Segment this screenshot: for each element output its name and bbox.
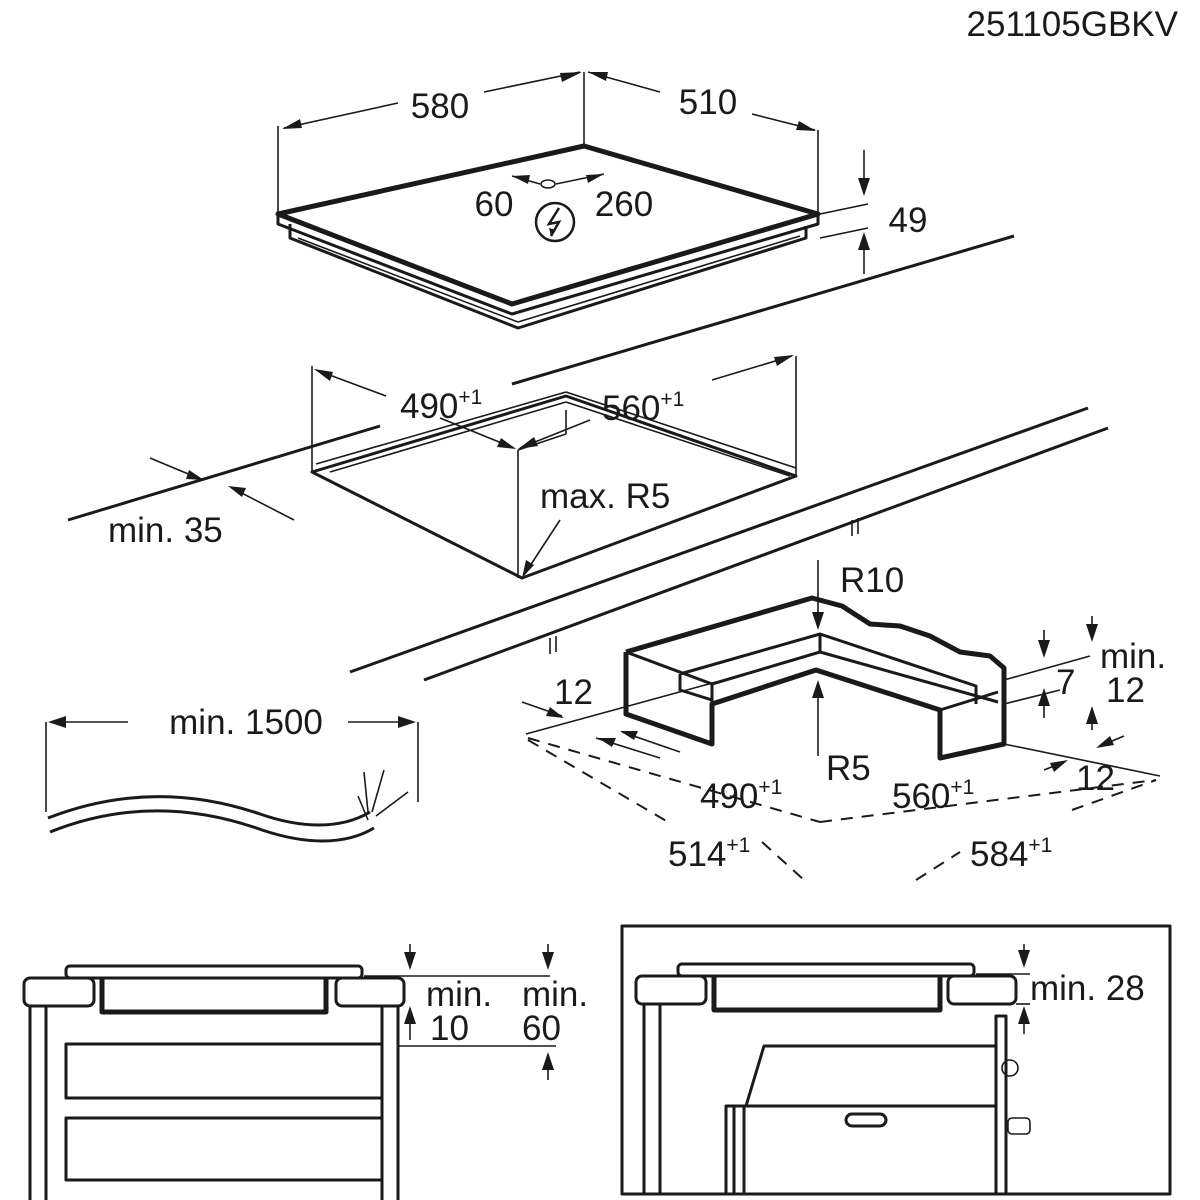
frame-margin-right-label: 12 bbox=[1076, 759, 1115, 798]
frame-outer-radius-label: R10 bbox=[840, 561, 904, 600]
drawing-code: 251105GBKV bbox=[967, 5, 1179, 44]
oven-min-label: min. 28 bbox=[1030, 969, 1145, 1008]
drawer-2 bbox=[64, 1116, 384, 1182]
frame-inner-depth-label: 560+1 bbox=[892, 776, 974, 816]
oven-handle bbox=[844, 1112, 888, 1128]
frame-margin-front-label: 12 bbox=[554, 673, 593, 712]
frame-outline bbox=[623, 595, 1007, 761]
frame-inner-width-label: 490+1 bbox=[700, 776, 782, 816]
cable-entry-point bbox=[540, 179, 556, 189]
worktop-back-edge bbox=[349, 406, 1089, 674]
power-cable: min. 1500 bbox=[45, 703, 419, 843]
drawer-min-value-2: 60 bbox=[522, 1009, 561, 1048]
hob-height-label: 49 bbox=[889, 201, 928, 240]
lightning-bolt-icon bbox=[534, 201, 576, 243]
install-over-drawers-view: min. 10 min. 60 bbox=[22, 944, 588, 1200]
hob-width-label: 580 bbox=[411, 87, 469, 126]
drawer-min-value-1: 10 bbox=[430, 1009, 469, 1048]
cable-length-label: min. 1500 bbox=[169, 703, 323, 742]
hob-3d-view: 580 510 60 260 49 bbox=[275, 71, 928, 330]
frame-min-side-label: min. bbox=[1100, 637, 1166, 676]
install-over-oven-view: min. 28 bbox=[620, 924, 1172, 1196]
drawer-min-label-2: min. bbox=[522, 975, 588, 1014]
hob-plate-left bbox=[64, 964, 364, 980]
hob-body bbox=[288, 224, 808, 330]
worktop-left bbox=[22, 976, 96, 1008]
drawer-1 bbox=[64, 1042, 384, 1100]
drawer-min-label-1: min. bbox=[426, 975, 492, 1014]
cable-offset-back-label: 260 bbox=[595, 185, 653, 224]
hob-depth-label: 510 bbox=[679, 83, 737, 122]
frame-min-side-value: 12 bbox=[1106, 671, 1145, 710]
oven-body bbox=[744, 1044, 998, 1108]
frame-outer-depth-label: 584+1 bbox=[970, 834, 1052, 874]
worktop-front-edge bbox=[67, 424, 381, 522]
worktop-cutout-view: 490+1 560+1 max. R5 min. 35 bbox=[67, 234, 1109, 682]
min-front-label: min. 35 bbox=[108, 511, 223, 550]
frame-outer-width-label: 514+1 bbox=[668, 834, 750, 874]
cutout-width-label: 490+1 bbox=[400, 386, 482, 426]
frame-rebate-depth-label: 7 bbox=[1056, 663, 1075, 702]
hob-plate-right bbox=[676, 962, 976, 978]
hob-front-edge bbox=[276, 214, 820, 316]
frame-detail-view: R10 R5 12 7 min. 12 12 bbox=[521, 560, 1166, 881]
worktop-right bbox=[334, 976, 406, 1008]
corner-radius-label: max. R5 bbox=[540, 477, 670, 516]
frame-inner-radius-label: R5 bbox=[826, 749, 871, 788]
cable-offset-left-label: 60 bbox=[475, 185, 514, 224]
cutout-depth-label: 560+1 bbox=[602, 388, 684, 428]
oven-view-frame bbox=[620, 924, 1172, 1196]
